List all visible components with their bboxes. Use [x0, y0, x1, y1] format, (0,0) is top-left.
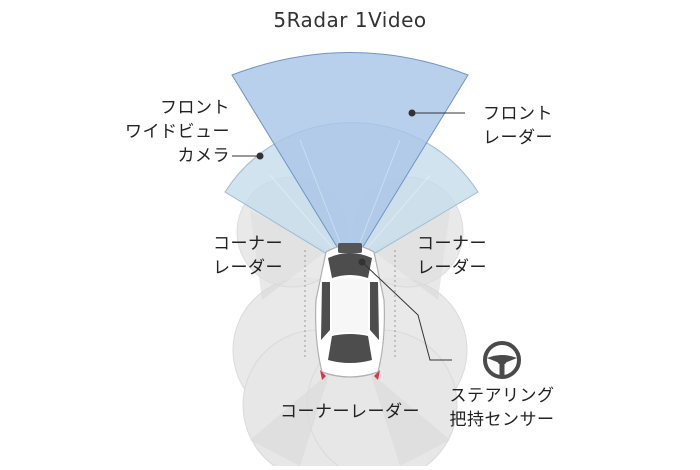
front-right-fan — [372, 210, 450, 300]
label-front-camera-line1: フロント — [160, 98, 230, 118]
label-front-radar-line2: レーダー — [483, 128, 553, 148]
front-sensor-unit — [338, 243, 362, 253]
label-front-camera-line2: ワイドビュー — [125, 122, 230, 142]
label-steering-line1: ステアリング — [449, 386, 555, 406]
label-front-camera: フロント ワイドビュー カメラ — [112, 96, 230, 168]
label-corner-right-line2: レーダー — [417, 258, 487, 278]
car-left-window — [321, 282, 330, 340]
label-corner-radar-rear: コーナーレーダー — [280, 402, 420, 422]
steering-wheel-icon — [483, 341, 521, 379]
leader-lines — [232, 109, 465, 361]
car-right-window — [370, 282, 379, 340]
diagram-title: 5Radar 1Video — [273, 8, 427, 32]
coverage-dashed-lines — [304, 250, 396, 360]
label-front-radar-line1: フロント — [483, 104, 553, 124]
tail-light-left — [320, 370, 326, 380]
front-radar-zone — [231, 52, 469, 269]
label-front-camera-line3: カメラ — [177, 146, 230, 166]
label-corner-radar-left: コーナー レーダー — [198, 232, 298, 280]
label-front-radar: フロント レーダー — [468, 102, 568, 150]
label-corner-radar-right: コーナー レーダー — [402, 232, 502, 280]
label-corner-left-line2: レーダー — [213, 258, 283, 278]
label-steering-sensor: ステアリング 把持センサー — [442, 384, 562, 432]
car-roof — [332, 278, 368, 334]
label-corner-left-line1: コーナー — [213, 234, 283, 254]
front-left-fan — [250, 210, 328, 300]
car-icon — [315, 243, 385, 380]
label-steering-line2: 把持センサー — [449, 410, 555, 430]
rear-fan-left — [250, 372, 330, 466]
car-rear-window — [328, 334, 372, 363]
label-corner-right-line1: コーナー — [417, 234, 487, 254]
rear-fan-right — [370, 372, 450, 466]
tail-light-right — [374, 370, 380, 380]
